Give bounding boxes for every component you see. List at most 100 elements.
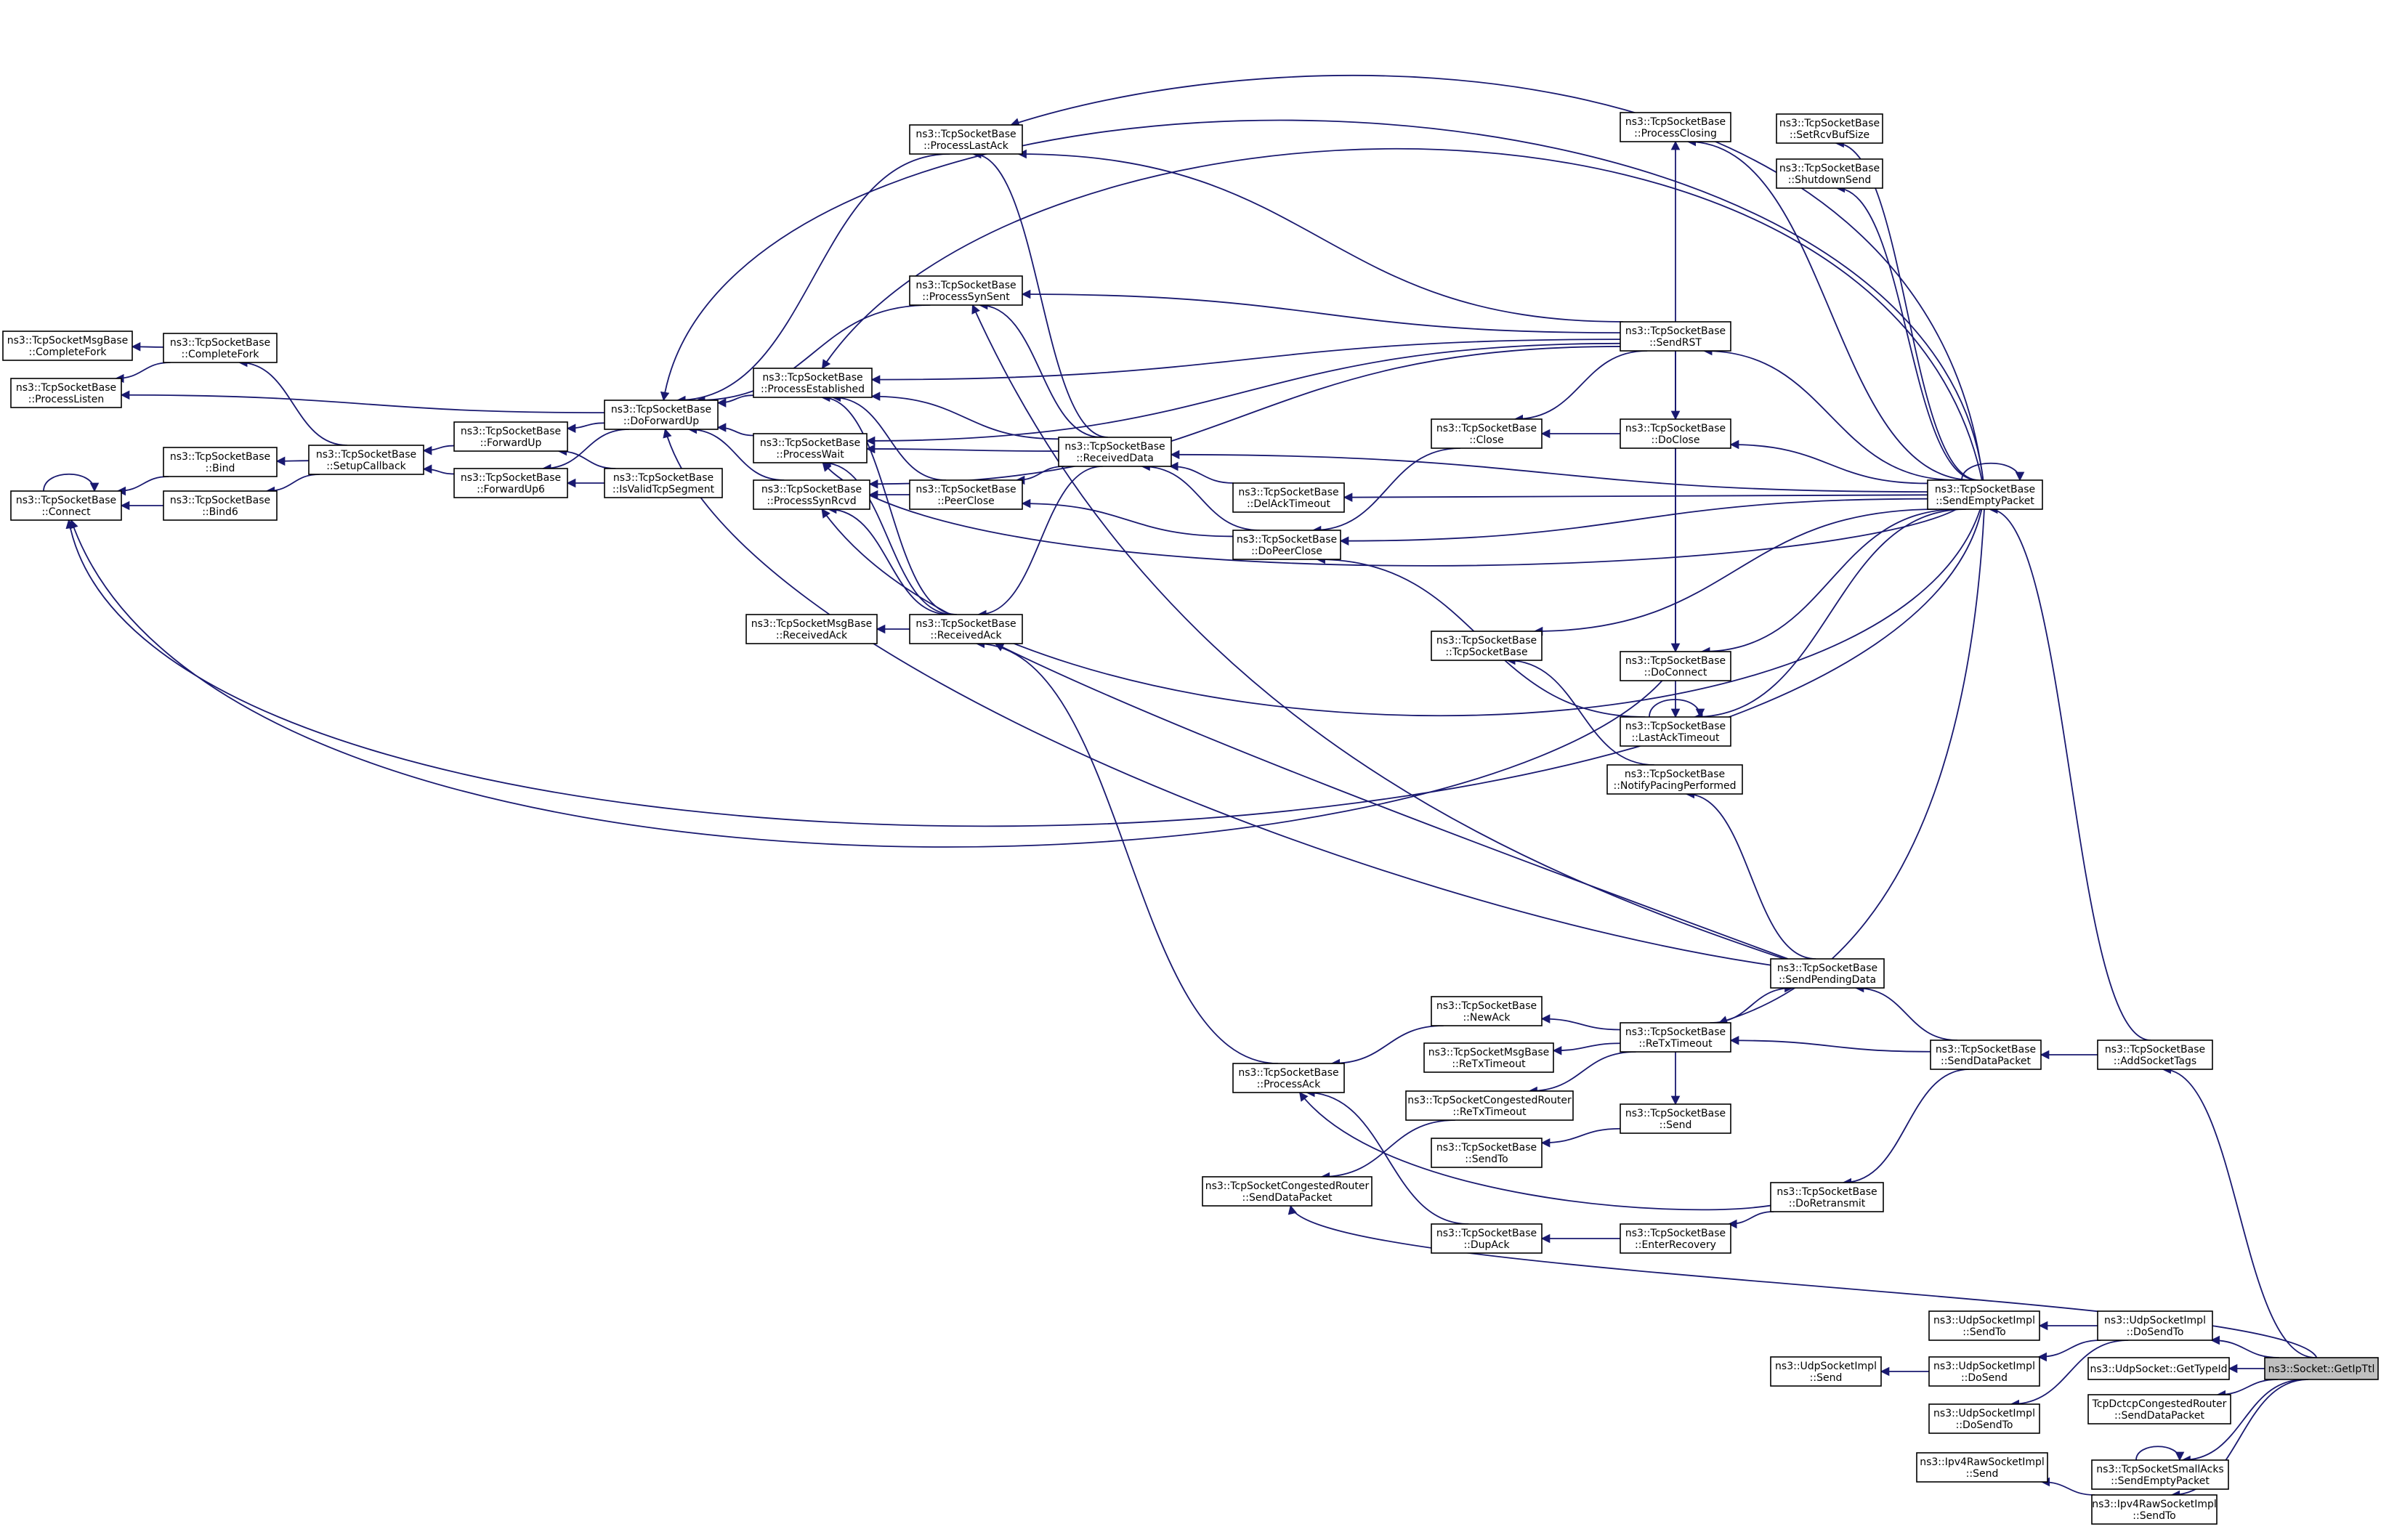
node-label: ns3::TcpSocketBase [1625, 769, 1725, 780]
node-ipv4Send[interactable]: ns3::Ipv4RawSocketImpl::Send [1916, 1452, 2048, 1483]
call-edge-forwardUp-to-setupCallback [422, 445, 455, 455]
node-receivedData[interactable]: ns3::TcpSocketBase::ReceivedData [1058, 437, 1172, 467]
node-ipv4SendTo[interactable]: ns3::Ipv4RawSocketImpl::SendTo [2091, 1494, 2218, 1525]
node-bind6[interactable]: ns3::TcpSocketBase::Bind6 [163, 490, 278, 521]
node-doClose[interactable]: ns3::TcpSocketBase::DoClose [1620, 418, 1731, 449]
node-label: ns3::TcpSocketMsgBase [1428, 1047, 1549, 1058]
node-receivedAck[interactable]: ns3::TcpSocketBase::ReceivedAck [909, 614, 1023, 644]
call-edge-sendEmptyPacket-to-sendEmptyPacket [1961, 462, 2025, 482]
node-forwardUp[interactable]: ns3::TcpSocketBase::ForwardUp [453, 421, 568, 452]
node-dupAck[interactable]: ns3::TcpSocketBase::DupAck [1431, 1223, 1543, 1254]
node-label: ns3::TcpSocketBase [1777, 962, 1877, 974]
call-edge-doRetransmit-to-enterRecovery [1727, 1211, 1774, 1229]
node-send[interactable]: ns3::TcpSocketBase::Send [1620, 1103, 1731, 1134]
node-connect[interactable]: ns3::TcpSocketBase::Connect [10, 490, 122, 521]
node-label: ns3::TcpSocketBase [461, 426, 561, 437]
node-box [1770, 1182, 1884, 1212]
node-processEstablished[interactable]: ns3::TcpSocketBase::ProcessEstablished [753, 368, 873, 398]
call-edge-sendEmptyPacket-to-processClosing [1686, 137, 1973, 481]
node-lastAckTimeout[interactable]: ns3::TcpSocketBase::LastAckTimeout [1620, 716, 1731, 747]
node-doConnect[interactable]: ns3::TcpSocketBase::DoConnect [1620, 651, 1731, 681]
node-reTxTimeout[interactable]: ns3::TcpSocketBase::ReTxTimeout [1620, 1022, 1731, 1053]
node-sendEmptyPacket[interactable]: ns3::TcpSocketBase::SendEmptyPacket [1927, 479, 2043, 510]
node-box [1202, 1176, 1373, 1207]
node-processLastAck[interactable]: ns3::TcpSocketBase::ProcessLastAck [909, 124, 1023, 155]
call-edge-sendPendingData-to-receivedAck [994, 643, 1789, 960]
node-udpSend[interactable]: ns3::UdpSocketImpl::Send [1770, 1356, 1882, 1387]
call-edge-sendEmptyPacket-to-shutdownSend [1835, 183, 1978, 481]
node-label: ::IsValidTcpSegment [613, 484, 715, 495]
node-box [1423, 1042, 1554, 1073]
node-addSocketTags[interactable]: ns3::TcpSocketBase::AddSocketTags [2097, 1040, 2213, 1070]
call-edge-send-to-sendTo [1540, 1127, 1621, 1148]
node-label: ::SendDataPacket [2114, 1410, 2204, 1422]
node-box [163, 447, 278, 477]
node-msgCompleteFork[interactable]: ns3::TcpSocketMsgBase::CompleteFork [2, 331, 133, 361]
node-sendTo[interactable]: ns3::TcpSocketBase::SendTo [1431, 1138, 1543, 1168]
node-box [909, 614, 1023, 644]
node-label: ::NewAck [1463, 1012, 1511, 1024]
node-box [2091, 1459, 2229, 1490]
node-congReTxTimeout[interactable]: ns3::TcpSocketCongestedRouter::ReTxTimeo… [1405, 1090, 1574, 1121]
node-label: ns3::TcpSocketBase [1779, 118, 1880, 129]
call-edge-processEstablished-to-doForwardUp [716, 394, 754, 408]
node-sendRST[interactable]: ns3::TcpSocketBase::SendRST [1620, 321, 1731, 352]
node-congSendDataPacket[interactable]: ns3::TcpSocketCongestedRouter::SendDataP… [1202, 1176, 1373, 1207]
node-setRcvBufSize[interactable]: ns3::TcpSocketBase::SetRcvBufSize [1776, 113, 1883, 144]
node-shutdownSend[interactable]: ns3::TcpSocketBase::ShutdownSend [1776, 158, 1883, 189]
node-close[interactable]: ns3::TcpSocketBase::Close [1431, 418, 1543, 449]
node-label: ::Connect [41, 506, 91, 518]
call-edge-forwardUp6-to-setupCallback [422, 464, 455, 475]
call-edge-sendEmptyPacket-to-lastAckTimeout [1693, 508, 1966, 722]
node-udpDoSendTo[interactable]: ns3::UdpSocketImpl::DoSendTo [2097, 1310, 2213, 1341]
node-label: ::SendRST [1649, 337, 1702, 349]
node-doPeerClose[interactable]: ns3::TcpSocketBase::DoPeerClose [1232, 530, 1341, 560]
call-edge-doPeerClose-to-receivedData [1141, 461, 1261, 531]
node-processSynRcvd[interactable]: ns3::TcpSocketBase::ProcessSynRcvd [753, 479, 870, 510]
node-doRetransmit[interactable]: ns3::TcpSocketBase::DoRetransmit [1770, 1182, 1884, 1212]
node-udpSendTo[interactable]: ns3::UdpSocketImpl::SendTo [1928, 1310, 2040, 1341]
node-newAck[interactable]: ns3::TcpSocketBase::NewAck [1431, 996, 1543, 1026]
node-notifyPacing[interactable]: ns3::TcpSocketBase::NotifyPacingPerforme… [1606, 764, 1743, 795]
node-box [1927, 479, 2043, 510]
call-edge-getIpTtl-to-udpDoSendTo [2210, 1335, 2279, 1358]
node-label: ns3::Ipv4RawSocketImpl [1920, 1456, 2045, 1468]
node-label: ns3::TcpSocketBase [461, 472, 561, 484]
node-delAckTimeout[interactable]: ns3::TcpSocketBase::DelAckTimeout [1232, 482, 1345, 513]
node-isValidTcpSegment[interactable]: ns3::TcpSocketBase::IsValidTcpSegment [604, 468, 723, 498]
node-processAck[interactable]: ns3::TcpSocketBase::ProcessAck [1232, 1063, 1345, 1093]
node-bind[interactable]: ns3::TcpSocketBase::Bind [163, 447, 278, 477]
node-processWait[interactable]: ns3::TcpSocketBase::ProcessWait [753, 433, 868, 463]
node-sendDataPacket[interactable]: ns3::TcpSocketBase::SendDataPacket [1930, 1040, 2042, 1070]
node-udpGetTypeId[interactable]: ns3::UdpSocket::GetTypeId [2087, 1357, 2230, 1380]
node-enterRecovery[interactable]: ns3::TcpSocketBase::EnterRecovery [1620, 1223, 1731, 1254]
node-getIpTtl[interactable]: ns3::Socket::GetIpTtl [2264, 1357, 2379, 1380]
node-box [1606, 764, 1743, 795]
call-edge-sendPendingData-to-doForwardUp [663, 428, 1771, 966]
node-msgReceivedAck[interactable]: ns3::TcpSocketMsgBase::ReceivedAck [745, 614, 878, 644]
call-edge-receivedAck-to-processEstablished [820, 392, 958, 615]
node-sendPendingData[interactable]: ns3::TcpSocketBase::SendPendingData [1770, 958, 1885, 989]
node-smallAcks[interactable]: ns3::TcpSocketSmallAcks::SendEmptyPacket [2091, 1459, 2229, 1490]
node-msgReTxTimeout[interactable]: ns3::TcpSocketMsgBase::ReTxTimeout [1423, 1042, 1554, 1073]
node-udpDoSend[interactable]: ns3::UdpSocketImpl::DoSend [1928, 1356, 2040, 1387]
node-label: ::ReceivedAck [776, 630, 848, 641]
node-label: ::ProcessSynRcvd [767, 495, 856, 507]
node-box [1058, 437, 1172, 467]
node-setupCallback[interactable]: ns3::TcpSocketBase::SetupCallback [308, 445, 424, 475]
node-box [2, 331, 133, 361]
node-doForwardUp[interactable]: ns3::TcpSocketBase::DoForwardUp [604, 400, 719, 430]
node-udpDoSendTo2[interactable]: ns3::UdpSocketImpl::DoSendTo [1928, 1403, 2040, 1434]
node-peerClose[interactable]: ns3::TcpSocketBase::PeerClose [909, 479, 1023, 510]
node-tcpSocketBase[interactable]: ns3::TcpSocketBase::TcpSocketBase [1431, 631, 1543, 661]
node-processListen[interactable]: ns3::TcpSocketBase::ProcessListen [10, 378, 122, 408]
node-processSynSent[interactable]: ns3::TcpSocketBase::ProcessSynSent [909, 275, 1023, 306]
node-forwardUp6[interactable]: ns3::TcpSocketBase::ForwardUp6 [453, 468, 568, 498]
node-box [453, 468, 568, 498]
node-box [1620, 1103, 1731, 1134]
call-edge-sendDataPacket-to-sendPendingData [1854, 983, 1958, 1041]
node-processClosing[interactable]: ns3::TcpSocketBase::ProcessClosing [1620, 112, 1731, 142]
node-box [1776, 113, 1883, 144]
node-completeFork[interactable]: ns3::TcpSocketBase::CompleteFork [163, 333, 278, 363]
node-dctcpSendDataPacket[interactable]: TcpDctcpCongestedRouter::SendDataPacket [2087, 1394, 2231, 1424]
